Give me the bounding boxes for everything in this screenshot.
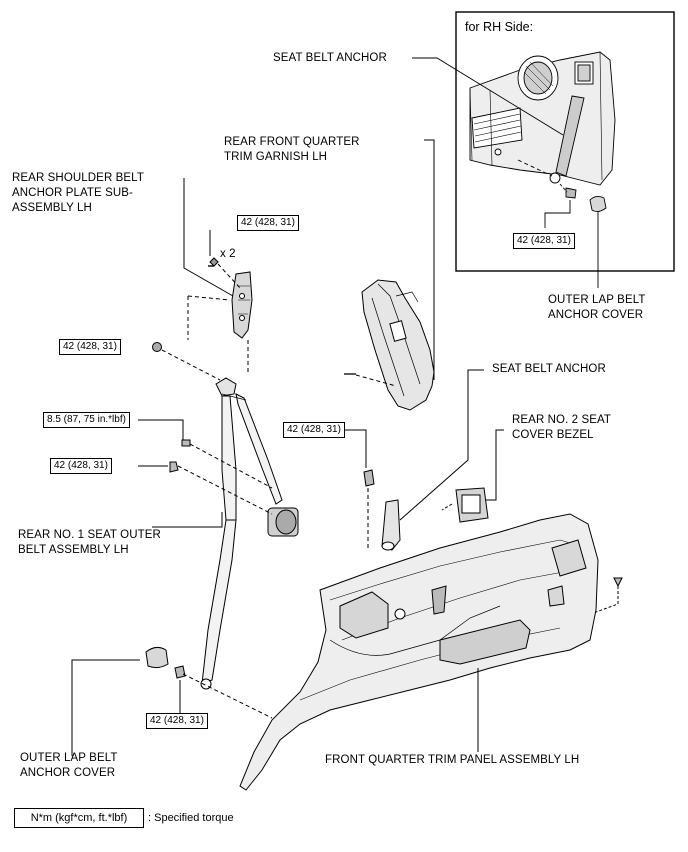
rear-shoulder-belt-anchor-plate-label: REAR SHOULDER BELT ANCHOR PLATE SUB- ASS… bbox=[12, 172, 144, 214]
rear-shoulder-belt-anchor-plate bbox=[183, 178, 253, 372]
torque-box-anchor-bolt: 42 (428, 31) bbox=[283, 422, 345, 438]
inset-title: for RH Side: bbox=[465, 20, 534, 34]
rear-no2-seat-cover-bezel-label: REAR NO. 2 SEAT COVER BEZEL bbox=[512, 414, 612, 441]
legend-description: : Specified torque bbox=[148, 812, 234, 824]
outer-lap-belt-anchor-cover-label: OUTER LAP BELT ANCHOR COVER bbox=[20, 752, 118, 779]
seat-belt-anchor bbox=[344, 369, 484, 551]
rear-no1-seat-outer-belt-label: REAR NO. 1 SEAT OUTER BELT ASSEMBLY LH bbox=[18, 529, 161, 556]
rear-no2-seat-cover-bezel bbox=[441, 429, 504, 523]
rear-no1-seat-outer-belt-assembly bbox=[71, 342, 299, 756]
torque-box-lap-bolt: 42 (428, 31) bbox=[146, 713, 208, 729]
torque-box-shoulder-anchor-nut: 42 (428, 31) bbox=[59, 339, 121, 355]
inset-torque-box: 42 (428, 31) bbox=[513, 233, 575, 249]
rh-side-inset-illustration bbox=[412, 51, 616, 288]
x2-quantity-label: x 2 bbox=[220, 248, 236, 260]
inset-outer-lap-belt-anchor-cover-label: OUTER LAP BELT ANCHOR COVER bbox=[548, 294, 646, 321]
torque-box-plate-bolts: 42 (428, 31) bbox=[237, 215, 299, 231]
front-quarter-trim-panel bbox=[239, 513, 623, 791]
rear-front-quarter-trim-garnish-label: REAR FRONT QUARTER TRIM GARNISH LH bbox=[224, 136, 360, 163]
seat-belt-anchor-label: SEAT BELT ANCHOR bbox=[492, 363, 606, 375]
torque-box-small-bolt: 8.5 (87, 75 in.*lbf) bbox=[43, 412, 130, 428]
torque-box-retractor-bolt: 42 (428, 31) bbox=[50, 458, 112, 474]
legend-torque-box: N*m (kgf*cm, ft.*lbf) bbox=[14, 808, 144, 828]
inset-seat-belt-anchor-label: SEAT BELT ANCHOR bbox=[273, 52, 387, 64]
rear-front-quarter-trim-garnish bbox=[344, 139, 435, 411]
front-quarter-trim-panel-label: FRONT QUARTER TRIM PANEL ASSEMBLY LH bbox=[325, 754, 580, 766]
